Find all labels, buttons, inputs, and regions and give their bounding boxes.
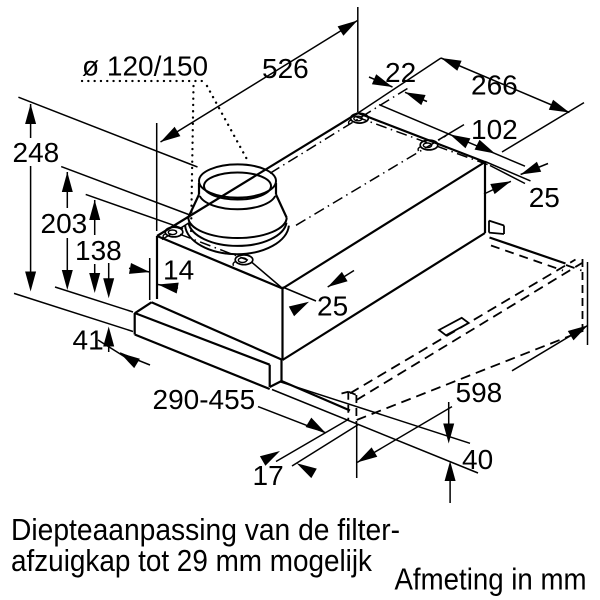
svg-text:17: 17 [253, 460, 284, 491]
svg-text:266: 266 [471, 70, 518, 101]
svg-text:290-455: 290-455 [153, 384, 256, 415]
svg-text:22: 22 [385, 57, 416, 88]
svg-text:203: 203 [41, 208, 88, 239]
svg-text:598: 598 [456, 377, 503, 408]
svg-text:14: 14 [163, 255, 194, 286]
svg-text:ø 120/150: ø 120/150 [82, 51, 208, 82]
svg-text:138: 138 [75, 235, 122, 266]
svg-text:Afmeting in mm: Afmeting in mm [395, 562, 587, 597]
svg-text:526: 526 [262, 53, 309, 84]
svg-text:25: 25 [317, 291, 348, 322]
svg-text:248: 248 [13, 137, 60, 168]
svg-text:afzuigkap tot 29 mm mogelijk: afzuigkap tot 29 mm mogelijk [11, 544, 373, 578]
svg-text:25: 25 [529, 182, 560, 213]
svg-text:40: 40 [462, 444, 493, 475]
svg-text:Diepteaanpassing van de filter: Diepteaanpassing van de filter- [11, 513, 400, 547]
svg-text:102: 102 [471, 114, 518, 145]
